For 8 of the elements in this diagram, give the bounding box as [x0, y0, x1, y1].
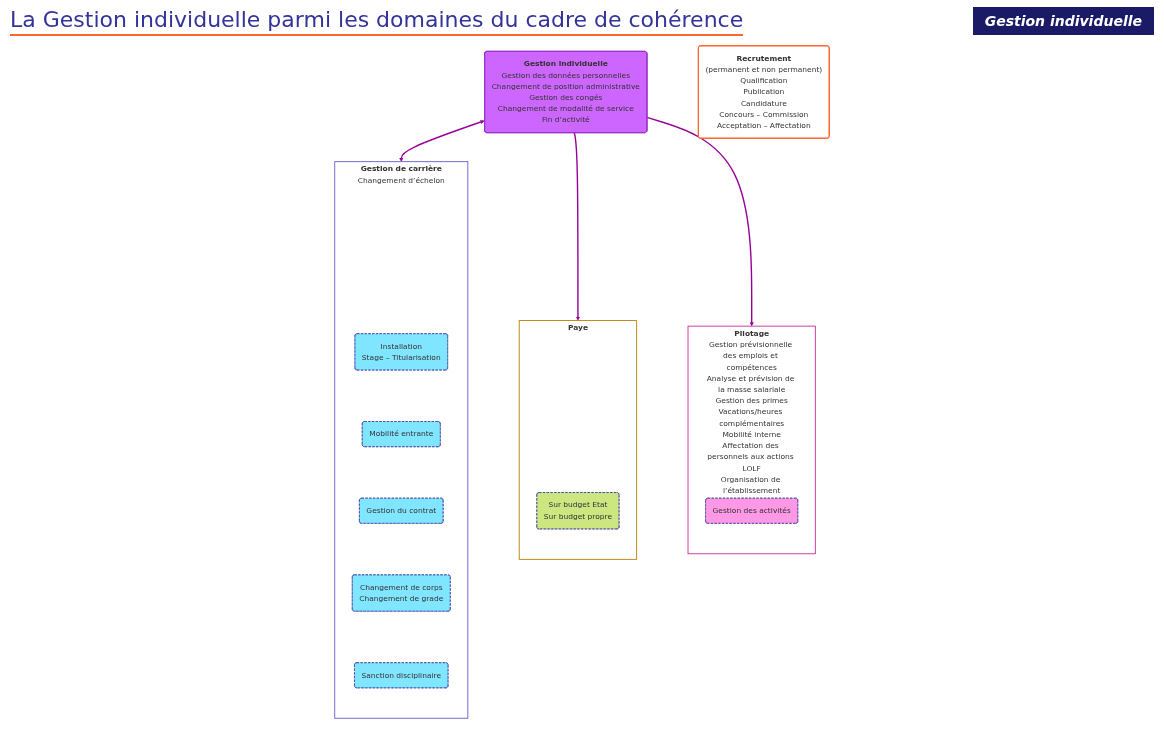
cluster: [687, 325, 816, 555]
arrow: [646, 116, 754, 327]
arrow: [399, 119, 485, 162]
cluster: [518, 320, 638, 560]
diagram-title: La Gestion individuelle parmi les domaines du cadre de cohérence: [10, 6, 744, 36]
section-badge: Gestion individuelle: [972, 7, 1154, 35]
arrow: [573, 131, 580, 321]
cluster: [334, 161, 469, 719]
